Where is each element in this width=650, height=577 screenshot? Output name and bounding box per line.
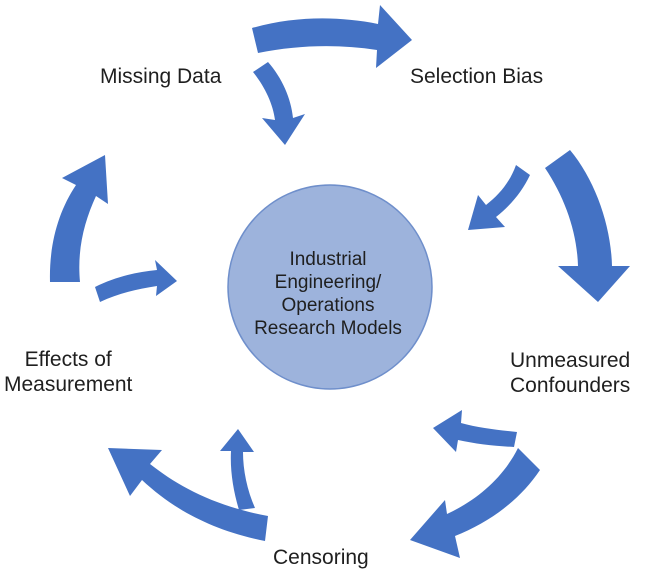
arc-arrow-bottom-right [410,448,540,558]
arc-arrow-right [545,150,630,302]
center-circle [227,184,433,390]
arc-arrow-top [252,5,412,68]
node-effects-of-measurement-line-1: Effects of [24,348,112,371]
node-censoring-label: Censoring [273,546,369,569]
node-unmeasured-confounders: Unmeasured Confounders [510,348,630,398]
node-censoring: Censoring [273,545,369,570]
node-selection-bias-label: Selection Bias [410,65,544,88]
small-arrow-effects-of-measurement [95,260,177,302]
small-arrow-unmeasured-confounders [433,410,517,452]
node-effects-of-measurement-line-2: Measurement [4,373,133,396]
small-arrow-censoring [220,429,255,510]
node-unmeasured-confounders-line-1: Unmeasured [510,349,631,372]
center-label-line-4: Research Models [254,318,402,339]
node-unmeasured-confounders-line-2: Confounders [510,374,631,397]
small-arrow-missing-data [253,62,305,145]
node-missing-data-label: Missing Data [100,65,222,88]
center-label-line-3: Operations [281,295,375,316]
center-label-line-2: Engineering/ [274,272,382,293]
node-missing-data: Missing Data [100,64,221,89]
arc-arrow-bottom-left [108,448,268,541]
small-arrow-selection-bias [468,165,530,230]
center-label: Industrial Engineering/ Operations Resea… [232,248,424,340]
node-effects-of-measurement: Effects of Measurement [4,347,132,397]
arc-arrow-left [49,155,108,282]
node-selection-bias: Selection Bias [410,64,543,89]
center-label-line-1: Industrial [289,249,367,270]
